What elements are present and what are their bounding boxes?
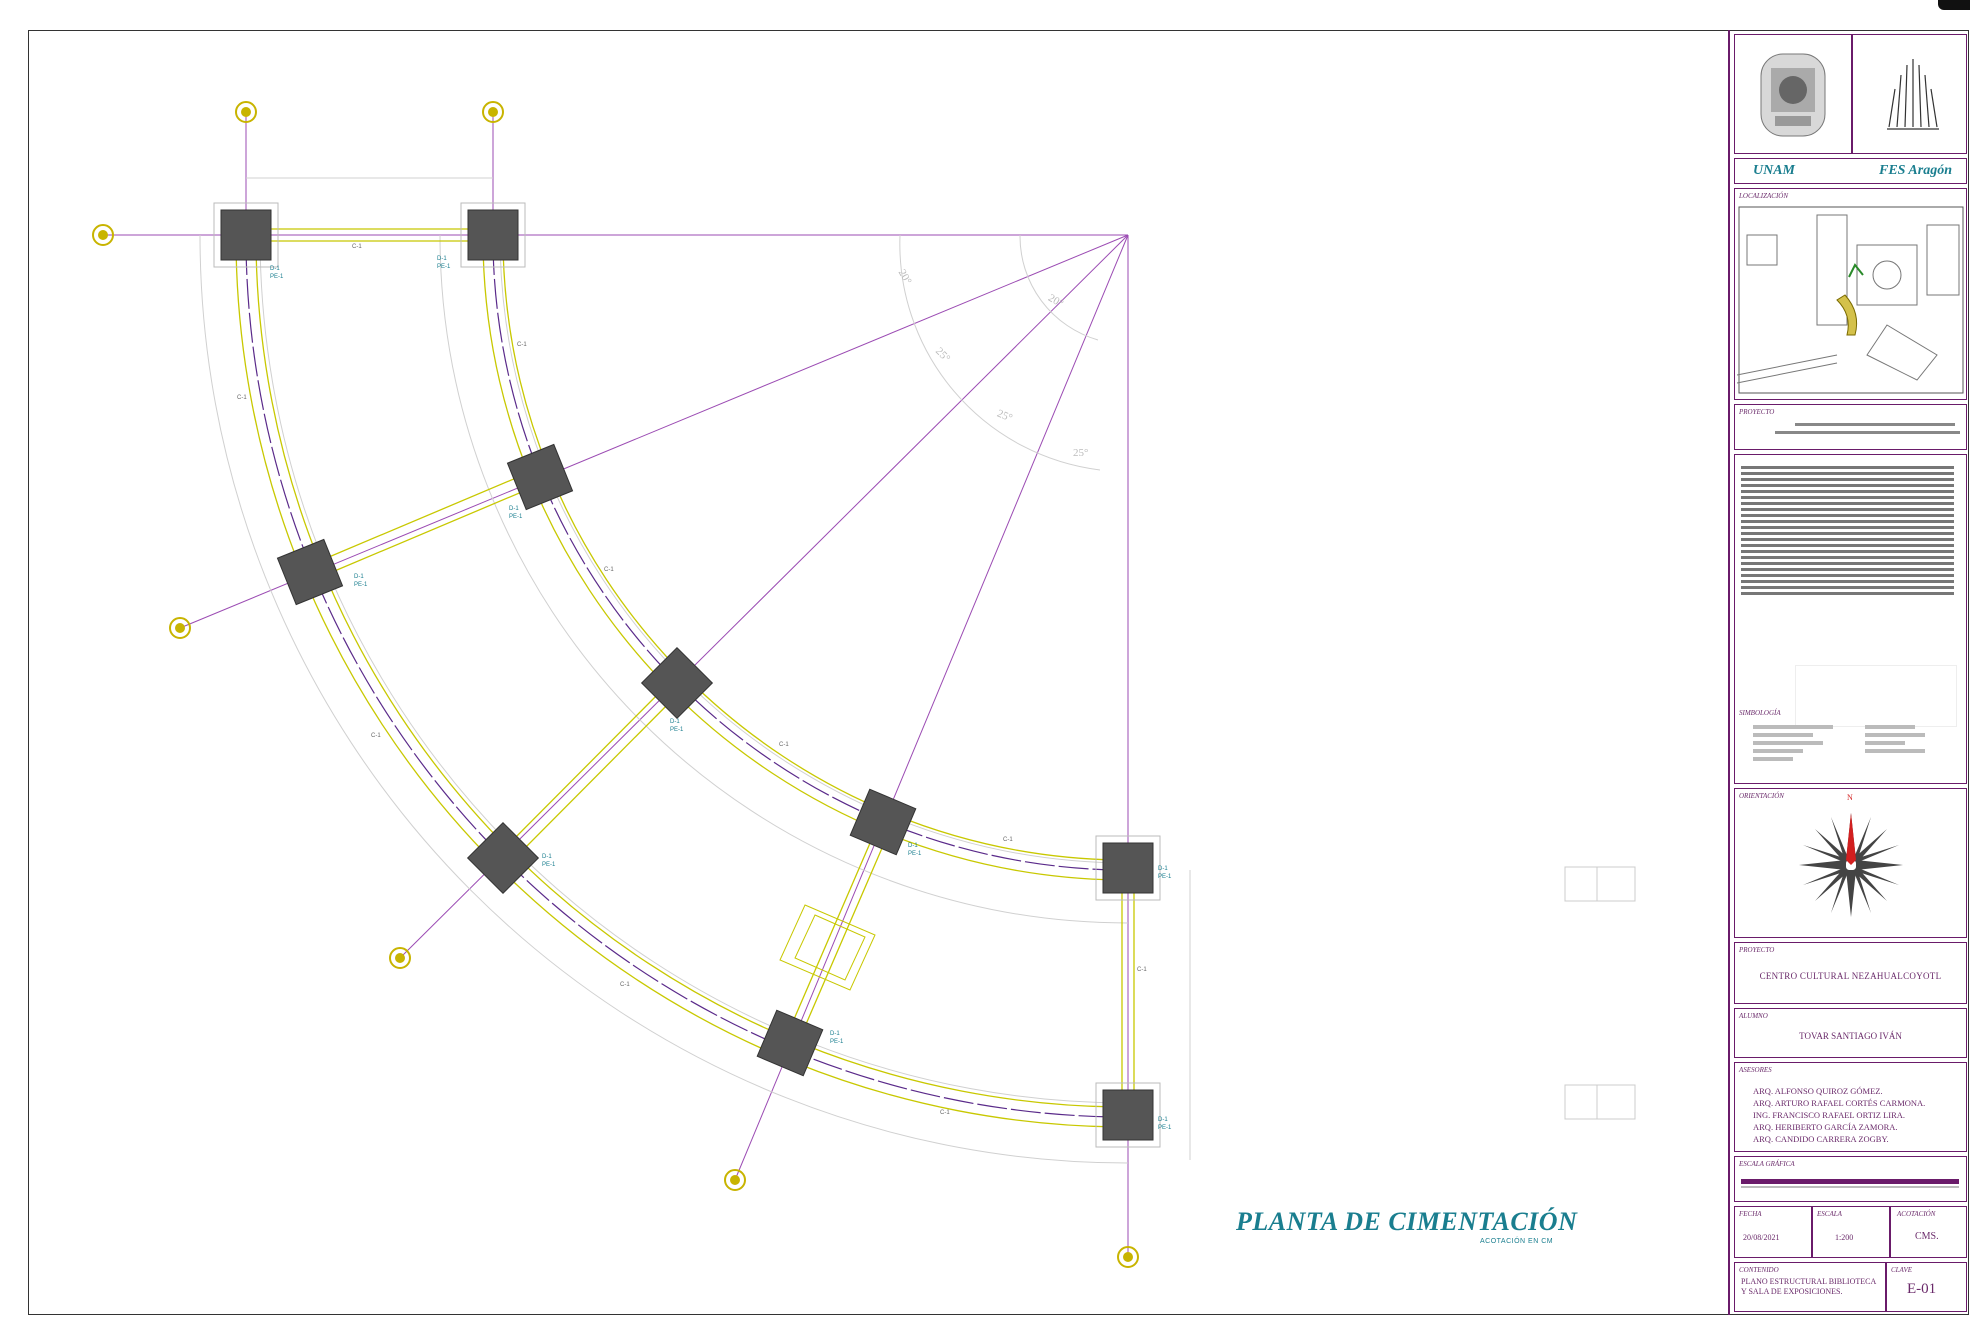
footing bbox=[849, 788, 917, 856]
footing bbox=[506, 443, 574, 511]
angle-label: 25° bbox=[1073, 447, 1089, 459]
logo-cell bbox=[1734, 34, 1967, 154]
footing bbox=[276, 538, 344, 606]
drawing-frame bbox=[28, 30, 1969, 1315]
advisor-name: ARQ. ARTURO RAFAEL CORTÉS CARMONA. bbox=[1753, 1098, 1926, 1108]
graphic-scale-bar bbox=[1741, 1179, 1959, 1184]
north-letter: N bbox=[1847, 793, 1853, 802]
graphic-scale-label: ESCALA GRÁFICA bbox=[1739, 1160, 1795, 1168]
beam-tag: C-1 bbox=[1003, 837, 1013, 843]
author-label: ALUMNO bbox=[1739, 1012, 1768, 1020]
beam-tag: C-1 bbox=[940, 1110, 950, 1116]
north-arrow-icon bbox=[1799, 813, 1903, 917]
advisor-name: ARQ. ALFONSO QUIROZ GÓMEZ. bbox=[1753, 1086, 1883, 1096]
beam-tag: C-1 bbox=[779, 742, 789, 748]
sheet-label: CLAVE bbox=[1891, 1266, 1913, 1274]
date-label: FECHA bbox=[1739, 1210, 1762, 1218]
plan-subtitle: ACOTACIÓN EN CM bbox=[1480, 1238, 1554, 1245]
location-map bbox=[1737, 206, 1964, 394]
project-label: PROYECTO bbox=[1739, 946, 1775, 954]
grid-line-c bbox=[399, 234, 1129, 959]
author-cell: ALUMNO TOVAR SANTIAGO IVÁN bbox=[1734, 1008, 1967, 1058]
footing bbox=[640, 646, 714, 720]
project-address-cell: PROYECTO bbox=[1734, 404, 1967, 450]
beam-tag: C-1 bbox=[1137, 967, 1147, 973]
footing bbox=[466, 821, 540, 895]
unam-seal-logo bbox=[1753, 50, 1833, 140]
general-notes bbox=[1735, 463, 1960, 598]
content-label: CONTENIDO bbox=[1739, 1266, 1779, 1274]
fes-logo bbox=[1883, 55, 1943, 135]
content-cell: CONTENIDO PLANO ESTRUCTURAL BIBLIOTECA Y… bbox=[1734, 1262, 1967, 1312]
content-value: PLANO ESTRUCTURAL BIBLIOTECA Y SALA DE E… bbox=[1741, 1277, 1876, 1296]
orientation-label: ORIENTACIÓN bbox=[1739, 792, 1784, 800]
footing bbox=[220, 209, 272, 261]
beam-tag: C-1 bbox=[620, 982, 630, 988]
institution-right: FES Aragón bbox=[1878, 163, 1952, 178]
units-label: ACOTACIÓN bbox=[1897, 1210, 1936, 1218]
footing bbox=[756, 1009, 824, 1077]
graphic-scale-cell: ESCALA GRÁFICA bbox=[1734, 1156, 1967, 1202]
symbology-label: SIMBOLOGÍA bbox=[1739, 709, 1781, 717]
institution-left: UNAM bbox=[1753, 163, 1796, 178]
beam-tag: C-1 bbox=[604, 567, 614, 573]
footing bbox=[1102, 842, 1154, 894]
location-label: LOCALIZACIÓN bbox=[1739, 192, 1789, 200]
grid-line-b bbox=[179, 234, 1129, 629]
advisor-list: ARQ. ALFONSO QUIROZ GÓMEZ. ARQ. ARTURO R… bbox=[1753, 1085, 1925, 1145]
beam-tag: C-1 bbox=[352, 244, 362, 250]
date-value: 20/08/2021 bbox=[1743, 1233, 1780, 1242]
units-value: CMS. bbox=[1915, 1231, 1939, 1242]
project-name-cell: PROYECTO CENTRO CULTURAL NEZAHUALCOYOTL bbox=[1734, 942, 1967, 1004]
scale-label: ESCALA bbox=[1817, 1210, 1842, 1218]
title-block: UNAM FES Aragón LOCALIZACIÓN bbox=[1728, 30, 1969, 1315]
section-detail bbox=[1795, 665, 1957, 727]
advisor-name: ING. FRANCISCO RAFAEL ORTIZ LIRA. bbox=[1753, 1110, 1906, 1120]
beam-tag: C-1 bbox=[237, 395, 247, 401]
project-name: CENTRO CULTURAL NEZAHUALCOYOTL bbox=[1759, 971, 1942, 981]
beam-tag: C-1 bbox=[517, 342, 527, 348]
corner-tab bbox=[1938, 0, 1970, 10]
beam-tag: C-1 bbox=[371, 733, 381, 739]
sheet-info-cell: FECHA 20/08/2021 ESCALA 1:200 ACOTACIÓN … bbox=[1734, 1206, 1967, 1258]
footing bbox=[1102, 1089, 1154, 1141]
author-name: TOVAR SANTIAGO IVÁN bbox=[1799, 1031, 1902, 1041]
sheet-number: E-01 bbox=[1907, 1281, 1937, 1297]
notes-cell: SIMBOLOGÍA bbox=[1734, 454, 1967, 784]
advisor-name: ARQ. HERIBERTO GARCÍA ZAMORA. bbox=[1753, 1122, 1898, 1132]
scale-value: 1:200 bbox=[1835, 1233, 1854, 1242]
project-address-label: PROYECTO bbox=[1739, 408, 1775, 416]
symbology-legend bbox=[1753, 721, 1833, 765]
advisor-name: ARQ. CANDIDO CARRERA ZOGBY. bbox=[1753, 1134, 1889, 1144]
institution-cell: UNAM FES Aragón bbox=[1734, 158, 1967, 184]
location-cell: LOCALIZACIÓN bbox=[1734, 188, 1967, 400]
plan-title: PLANTA DE CIMENTACIÓN bbox=[1236, 1207, 1578, 1236]
advisors-cell: ASESORES ARQ. ALFONSO QUIROZ GÓMEZ. ARQ.… bbox=[1734, 1062, 1967, 1152]
footing bbox=[467, 209, 519, 261]
orientation-cell: ORIENTACIÓN bbox=[1734, 788, 1967, 938]
advisors-label: ASESORES bbox=[1739, 1066, 1772, 1074]
